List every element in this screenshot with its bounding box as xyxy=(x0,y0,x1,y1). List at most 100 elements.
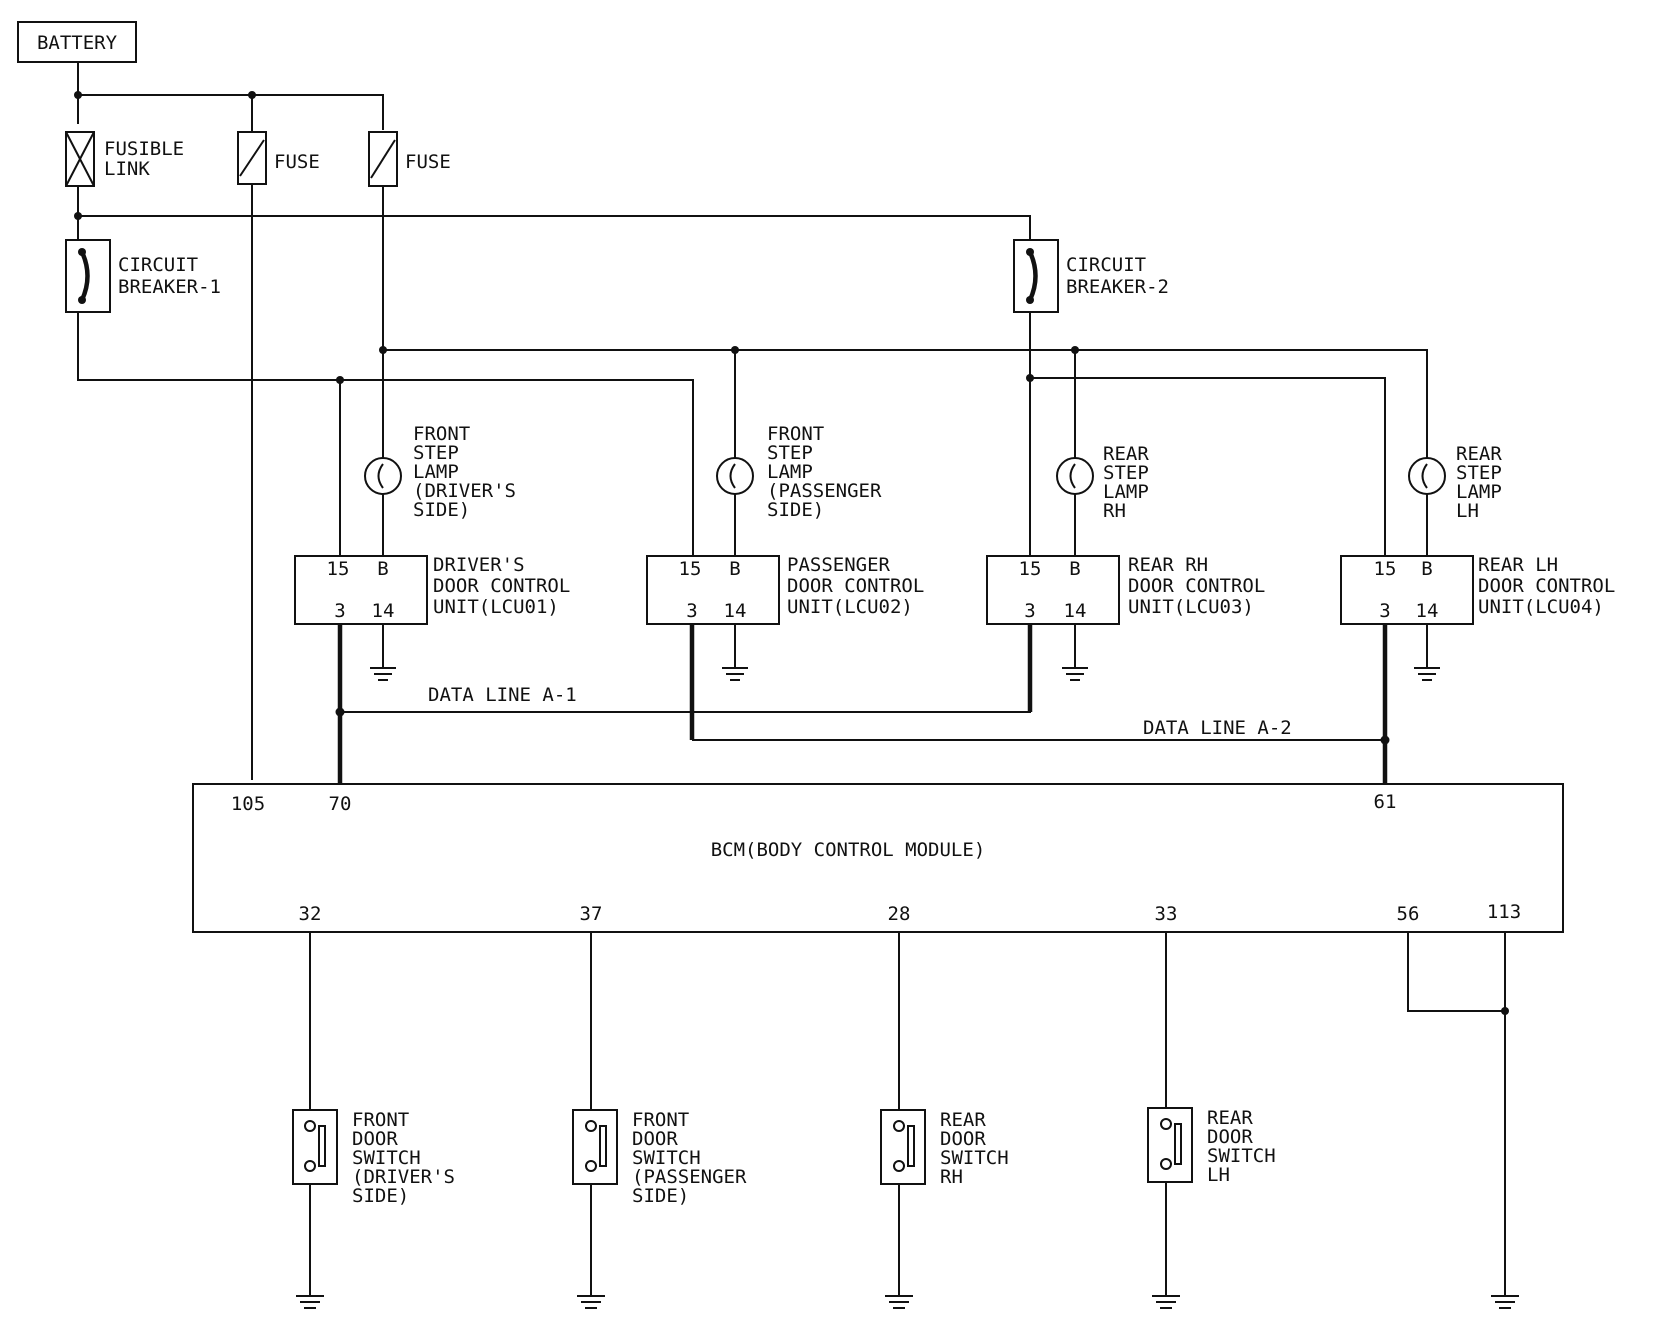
lamp-4-label-3: LAMP xyxy=(1456,481,1502,503)
passenger-door-control-unit xyxy=(646,555,780,625)
bcm-pin-37: 37 xyxy=(580,903,603,925)
lamp-4-label-4: LH xyxy=(1456,500,1479,522)
battery-box xyxy=(17,21,137,63)
lcu02-label-2: DOOR CONTROL xyxy=(787,575,924,597)
lamp-1-label-1: FRONT xyxy=(413,423,470,445)
lcu01-label-1: DRIVER'S xyxy=(433,554,525,576)
lamp-1-label-5: SIDE) xyxy=(413,499,470,521)
battery-label: BATTERY xyxy=(37,32,118,54)
switch-2-label-2: DOOR xyxy=(632,1128,678,1150)
switch-4-label-4: LH xyxy=(1207,1164,1230,1186)
lcu04-pin-14: 14 xyxy=(1416,600,1439,622)
lcu04-label-1: REAR LH xyxy=(1478,554,1558,576)
front-step-lamp-driver-symbol xyxy=(364,457,402,495)
lamp-2-label-5: SIDE) xyxy=(767,499,824,521)
switch-2-label-1: FRONT xyxy=(632,1109,689,1131)
fuse-2-label: FUSE xyxy=(405,151,451,173)
lcu03-label-3: UNIT(LCU03) xyxy=(1128,596,1254,618)
switch-1-label-4: (DRIVER'S xyxy=(352,1166,455,1188)
lamp-4-label-1: REAR xyxy=(1456,443,1502,465)
fusible-link-symbol xyxy=(65,131,95,187)
circuit-breaker-1-label-1: CIRCUIT xyxy=(118,254,198,276)
lcu02-pin-b: B xyxy=(729,558,740,580)
bcm-pin-61: 61 xyxy=(1374,791,1397,813)
lamp-2-label-2: STEP xyxy=(767,442,813,464)
switch-3-label-2: DOOR xyxy=(940,1128,986,1150)
lcu02-pin-15: 15 xyxy=(679,558,702,580)
rear-door-switch-rh-symbol xyxy=(880,1109,926,1185)
bcm-title: BCM(BODY CONTROL MODULE) xyxy=(711,839,986,861)
bcm-pin-56: 56 xyxy=(1397,903,1420,925)
lcu01-label-2: DOOR CONTROL xyxy=(433,575,570,597)
rear-step-lamp-lh-symbol xyxy=(1408,457,1446,495)
fuse-1-label: FUSE xyxy=(274,151,320,173)
rear-step-lamp-rh-symbol xyxy=(1056,457,1094,495)
lcu01-pin-b: B xyxy=(377,558,388,580)
circuit-breaker-1-label-2: BREAKER-1 xyxy=(118,276,221,298)
circuit-breaker-2-label-1: CIRCUIT xyxy=(1066,254,1146,276)
front-door-switch-driver-symbol xyxy=(292,1109,338,1185)
bcm-box xyxy=(192,783,1564,933)
circuit-breaker-2-symbol xyxy=(1013,239,1059,313)
switch-2-label-5: SIDE) xyxy=(632,1185,689,1207)
lcu01-pin-3: 3 xyxy=(334,600,345,622)
bcm-pin-113: 113 xyxy=(1487,901,1521,923)
lcu04-pin-15: 15 xyxy=(1374,558,1397,580)
lamp-2-label-3: LAMP xyxy=(767,461,813,483)
fuse-2-symbol xyxy=(368,131,398,187)
lamp-1-label-4: (DRIVER'S xyxy=(413,480,516,502)
data-line-a2-label: DATA LINE A-2 xyxy=(1143,717,1292,739)
fuse-1-symbol xyxy=(237,131,267,185)
lcu04-label-2: DOOR CONTROL xyxy=(1478,575,1615,597)
switch-1-label-3: SWITCH xyxy=(352,1147,421,1169)
lamp-3-label-4: RH xyxy=(1103,500,1126,522)
lcu02-pin-14: 14 xyxy=(724,600,747,622)
lcu03-label-1: REAR RH xyxy=(1128,554,1208,576)
lamp-1-label-3: LAMP xyxy=(413,461,459,483)
bcm-pin-105: 105 xyxy=(231,793,265,815)
switch-1-label-2: DOOR xyxy=(352,1128,398,1150)
switch-2-label-3: SWITCH xyxy=(632,1147,701,1169)
lamp-4-label-2: STEP xyxy=(1456,462,1502,484)
lcu04-pin-b: B xyxy=(1421,558,1432,580)
lcu03-pin-b: B xyxy=(1069,558,1080,580)
rear-rh-door-control-unit xyxy=(986,555,1120,625)
data-line-a1-label: DATA LINE A-1 xyxy=(428,684,577,706)
switch-2-label-4: (PASSENGER xyxy=(632,1166,747,1188)
lcu02-label-1: PASSENGER xyxy=(787,554,891,576)
lcu01-label-3: UNIT(LCU01) xyxy=(433,596,559,618)
lcu01-pin-15: 15 xyxy=(327,558,350,580)
lcu02-pin-3: 3 xyxy=(686,600,697,622)
switch-3-label-3: SWITCH xyxy=(940,1147,1009,1169)
lcu04-label-3: UNIT(LCU04) xyxy=(1478,596,1604,618)
rear-lh-door-control-unit xyxy=(1340,555,1474,625)
bcm-pin-70: 70 xyxy=(329,793,352,815)
fusible-link-label-1: FUSIBLE xyxy=(104,138,184,160)
lcu03-pin-14: 14 xyxy=(1064,600,1087,622)
switch-3-label-4: RH xyxy=(940,1166,963,1188)
switch-4-label-3: SWITCH xyxy=(1207,1145,1276,1167)
bcm-pin-32: 32 xyxy=(299,903,322,925)
lamp-2-label-1: FRONT xyxy=(767,423,824,445)
lamp-3-label-2: STEP xyxy=(1103,462,1149,484)
circuit-breaker-2-label-2: BREAKER-2 xyxy=(1066,276,1169,298)
switch-4-label-2: DOOR xyxy=(1207,1126,1253,1148)
lcu03-label-2: DOOR CONTROL xyxy=(1128,575,1265,597)
bcm-pin-33: 33 xyxy=(1155,903,1178,925)
driver-door-control-unit xyxy=(294,555,428,625)
unit-ground-wires xyxy=(370,624,1440,681)
front-door-switch-passenger-symbol xyxy=(572,1109,618,1185)
fusible-link-label-2: LINK xyxy=(104,158,150,180)
switch-1-label-1: FRONT xyxy=(352,1109,409,1131)
front-step-lamp-passenger-symbol xyxy=(716,457,754,495)
switch-1-label-5: SIDE) xyxy=(352,1185,409,1207)
rear-door-switch-lh-symbol xyxy=(1147,1107,1193,1183)
circuit-breaker-1-symbol xyxy=(65,239,111,313)
switch-3-label-1: REAR xyxy=(940,1109,986,1131)
lamp-3-label-1: REAR xyxy=(1103,443,1149,465)
lcu03-pin-15: 15 xyxy=(1019,558,1042,580)
data-line-wires xyxy=(337,624,1388,784)
bcm-pin-28: 28 xyxy=(888,903,911,925)
lamp-2-label-4: (PASSENGER xyxy=(767,480,882,502)
